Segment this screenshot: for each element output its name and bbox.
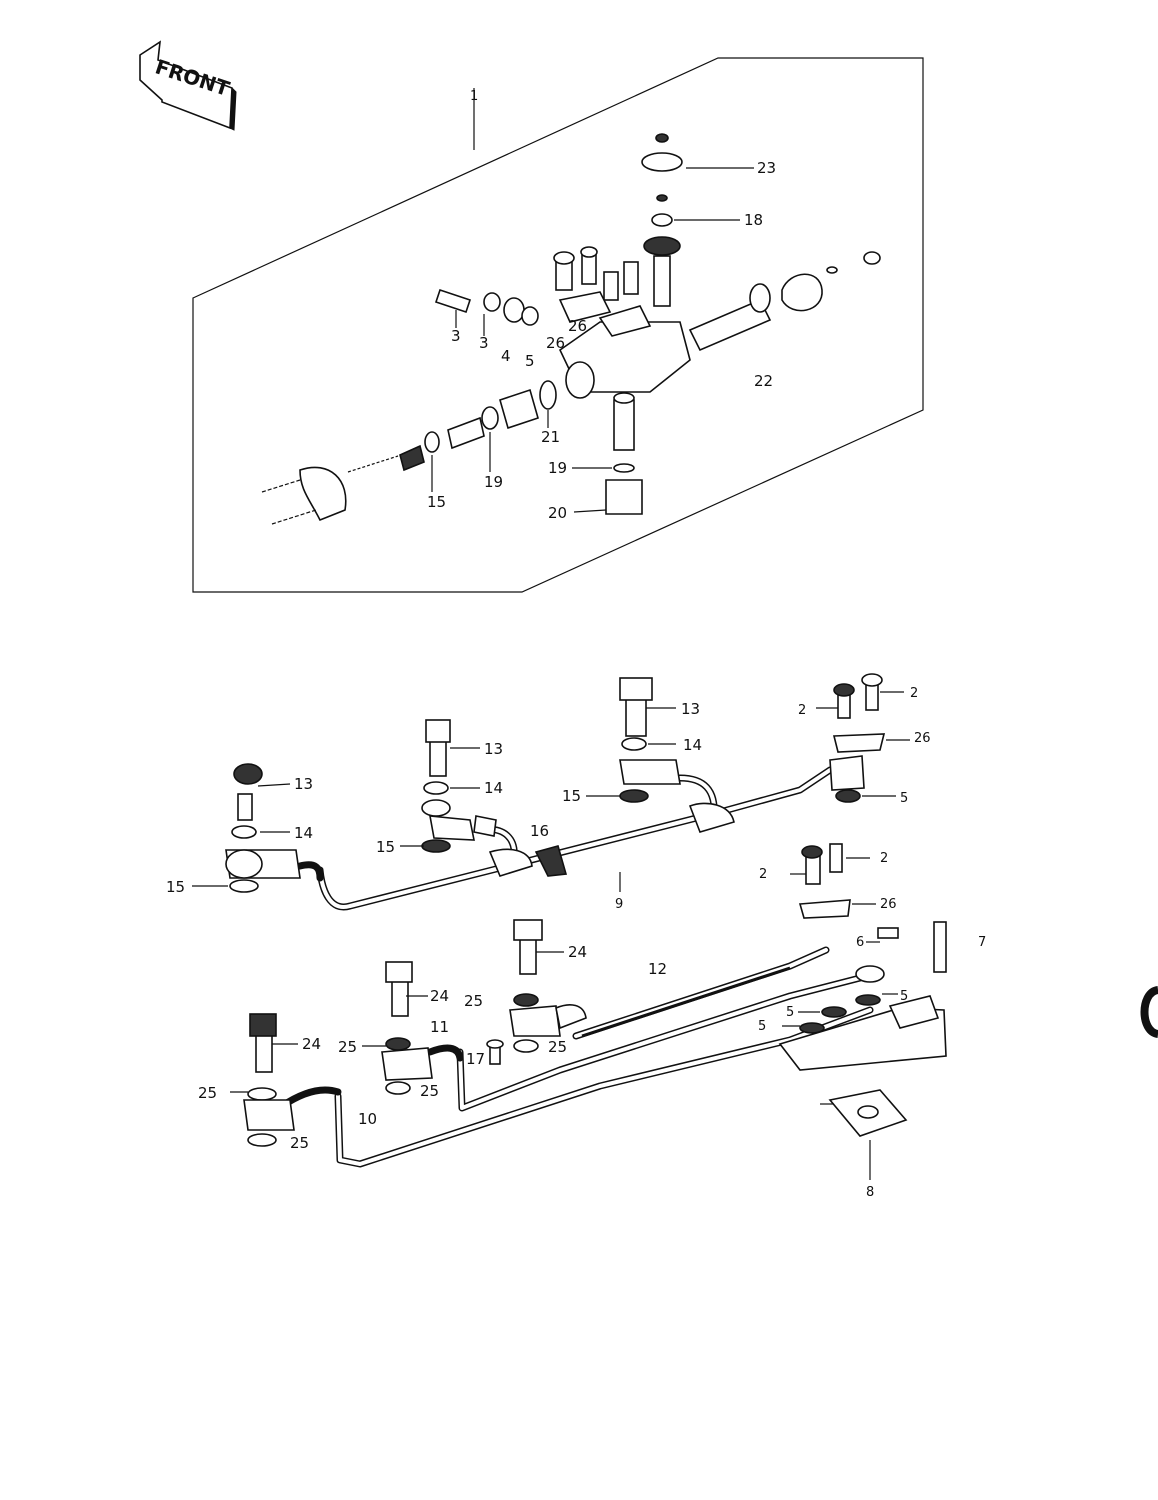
label-13b: 13 <box>484 740 503 758</box>
label-2b: 2 <box>910 686 918 701</box>
label-14a: 14 <box>683 736 702 754</box>
label-25a: 25 <box>464 992 483 1010</box>
front-badge: FRONT <box>139 40 237 131</box>
label-7: 7 <box>978 935 986 950</box>
label-26b: 26 <box>546 334 565 352</box>
label-13a: 13 <box>681 700 700 718</box>
label-25c: 25 <box>338 1038 357 1056</box>
label-24c: 24 <box>302 1035 321 1053</box>
label-15d: 15 <box>166 878 185 896</box>
label-24a: 24 <box>568 943 587 961</box>
label-19a: 19 <box>548 459 567 477</box>
label-14b: 14 <box>484 779 503 797</box>
label-26c: 26 <box>914 731 931 746</box>
label-10: 10 <box>358 1110 377 1128</box>
label-5a: 5 <box>525 352 535 370</box>
label-3: 3 <box>451 327 461 345</box>
label-6: 6 <box>856 935 864 950</box>
label-12: 12 <box>648 960 667 978</box>
label-25d: 25 <box>420 1082 439 1100</box>
label-13c: 13 <box>294 775 313 793</box>
label-15c: 15 <box>376 838 395 856</box>
label-23: 23 <box>757 159 776 177</box>
label-5b: 5 <box>900 791 908 806</box>
label-14c: 14 <box>294 824 313 842</box>
label-2c: 2 <box>759 867 767 882</box>
master-cylinder-box <box>192 57 924 593</box>
label-21: 21 <box>541 428 560 446</box>
label-17: 17 <box>466 1050 485 1068</box>
edge-mark <box>1140 986 1158 1038</box>
label-3b: 3 <box>479 334 489 352</box>
label-25f: 25 <box>290 1134 309 1152</box>
label-9: 9 <box>615 897 623 912</box>
label-4: 4 <box>501 347 511 365</box>
callout-labels: 23 18 3 3 4 5 26 26 22 21 19 19 15 20 13… <box>166 89 986 1200</box>
label-18: 18 <box>744 211 763 229</box>
label-19b: 19 <box>484 473 503 491</box>
label-22: 22 <box>754 372 773 390</box>
label-11: 11 <box>430 1018 449 1036</box>
label-1: 1 <box>470 89 478 104</box>
master-cylinder-parts <box>261 133 881 525</box>
label-26d: 26 <box>880 897 897 912</box>
rear-brake-lines <box>230 843 947 1180</box>
label-2d: 2 <box>880 851 888 866</box>
front-brake-lines <box>192 673 910 911</box>
label-2a: 2 <box>798 703 806 718</box>
label-15b: 15 <box>562 787 581 805</box>
label-25e: 25 <box>198 1084 217 1102</box>
label-26a: 26 <box>568 317 587 335</box>
label-20: 20 <box>548 504 567 522</box>
label-8: 8 <box>866 1185 874 1200</box>
label-5d: 5 <box>786 1005 794 1020</box>
label-24b: 24 <box>430 987 449 1005</box>
label-16: 16 <box>530 822 549 840</box>
label-15a: 15 <box>427 493 446 511</box>
label-25b: 25 <box>548 1038 567 1056</box>
label-5c: 5 <box>900 989 908 1004</box>
label-5e: 5 <box>758 1019 766 1034</box>
